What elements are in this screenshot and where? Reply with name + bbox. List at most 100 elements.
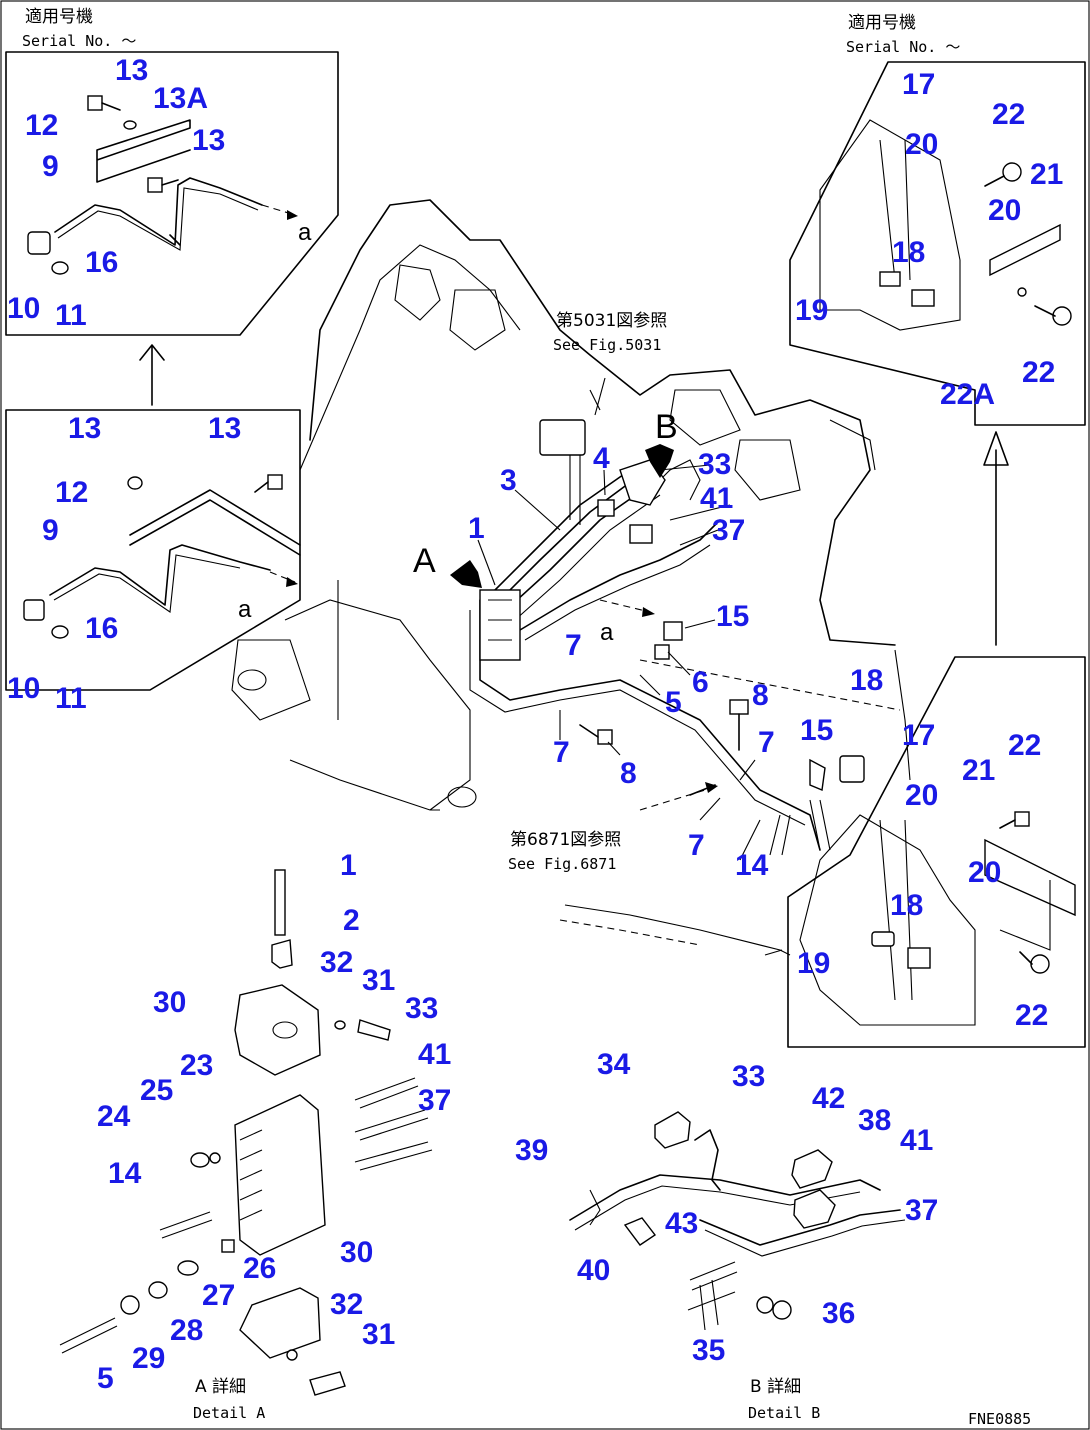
callout-13a: 13A <box>153 82 208 115</box>
callout-15: 15 <box>716 600 749 633</box>
callout-43: 43 <box>665 1207 698 1240</box>
callout-22: 22 <box>1022 356 1055 389</box>
callout-9: 9 <box>42 514 59 547</box>
callout-20: 20 <box>905 128 938 161</box>
callout-33: 33 <box>698 448 731 481</box>
callout-30: 30 <box>340 1236 373 1269</box>
callout-26: 26 <box>243 1252 276 1285</box>
callout-10: 10 <box>7 292 40 325</box>
callout-32: 32 <box>320 946 353 979</box>
callout-12: 12 <box>55 476 88 509</box>
callout-1: 1 <box>340 849 357 882</box>
callout-6: 6 <box>692 666 709 699</box>
callout-29: 29 <box>132 1342 165 1375</box>
callout-13: 13 <box>115 54 148 87</box>
mark-a-1: a <box>238 596 252 623</box>
serial-header-left-en: Serial No. ～ <box>22 32 136 50</box>
detail-b-title-en: Detail B <box>748 1404 820 1422</box>
callout-36: 36 <box>822 1297 855 1330</box>
callout-7: 7 <box>553 736 570 769</box>
callout-37: 37 <box>418 1084 451 1117</box>
fig-ref-1-jp: 第5031図参照 <box>556 311 667 331</box>
callout-33: 33 <box>732 1060 765 1093</box>
fig-ref-1-en: See Fig.5031 <box>553 336 661 354</box>
inset-mid-left <box>5 409 339 720</box>
detail-a-title-en: Detail A <box>193 1404 265 1422</box>
callout-17: 17 <box>902 68 935 101</box>
callout-23: 23 <box>180 1049 213 1082</box>
callout-42: 42 <box>812 1082 845 1115</box>
callout-28: 28 <box>170 1314 203 1347</box>
callout-11: 11 <box>55 299 87 332</box>
fig-ref-2-jp: 第6871図参照 <box>510 830 621 850</box>
callout-37: 37 <box>905 1194 938 1227</box>
callout-5: 5 <box>665 686 682 719</box>
callout-16: 16 <box>85 612 118 645</box>
serial-header-right-jp: 適用号機 <box>848 13 916 33</box>
view-b-letter: B <box>655 408 678 446</box>
callout-11: 11 <box>55 682 87 715</box>
callout-41: 41 <box>418 1038 451 1071</box>
callout-4: 4 <box>593 442 610 475</box>
view-b-arrow <box>645 444 674 478</box>
callout-7: 7 <box>688 829 705 862</box>
callout-20: 20 <box>905 779 938 812</box>
callout-31: 31 <box>362 964 395 997</box>
callout-25: 25 <box>140 1074 173 1107</box>
callout-38: 38 <box>858 1104 891 1137</box>
detail-a: A 詳細 Detail A <box>59 869 433 1422</box>
callout-17: 17 <box>902 719 935 752</box>
callout-8: 8 <box>620 757 637 790</box>
callout-41: 41 <box>700 482 733 515</box>
mark-a-3: a <box>600 619 614 646</box>
callout-2: 2 <box>343 904 360 937</box>
callout-33: 33 <box>405 992 438 1025</box>
callout-30: 30 <box>153 986 186 1019</box>
callout-24: 24 <box>97 1100 131 1133</box>
arrow-up-left <box>139 344 165 406</box>
serial-header-left-jp: 適用号機 <box>25 7 93 27</box>
callout-14: 14 <box>108 1157 142 1190</box>
drawing-code: FNE0885 <box>968 1410 1031 1428</box>
callout-5: 5 <box>97 1362 114 1395</box>
callout-19: 19 <box>797 947 830 980</box>
main-small-parts <box>539 389 865 791</box>
callout-14: 14 <box>735 849 769 882</box>
callout-18: 18 <box>892 236 925 269</box>
callout-34: 34 <box>597 1048 631 1081</box>
callout-19: 19 <box>795 294 828 327</box>
callout-22a: 22A <box>940 378 995 411</box>
arrow-up-right <box>983 431 1009 646</box>
callout-12: 12 <box>25 109 58 142</box>
callout-18: 18 <box>850 664 883 697</box>
callout-16: 16 <box>85 246 118 279</box>
inset-mid-right <box>764 656 1086 1048</box>
inset-top-right <box>789 61 1086 426</box>
view-a-letter: A <box>413 542 436 580</box>
inset-top-left <box>5 51 339 336</box>
callout-40: 40 <box>577 1254 610 1287</box>
callout-15: 15 <box>800 714 833 747</box>
callout-13: 13 <box>68 412 101 445</box>
callout-27: 27 <box>202 1279 235 1312</box>
callout-41: 41 <box>900 1124 933 1157</box>
pipe-bundle <box>469 459 831 856</box>
fig-ref-2-en: See Fig.6871 <box>508 855 616 873</box>
callout-20: 20 <box>988 194 1021 227</box>
callout-8: 8 <box>752 679 769 712</box>
callout-22: 22 <box>992 98 1025 131</box>
detail-a-title-jp: A 詳細 <box>195 1377 246 1397</box>
valve-block-main <box>479 589 521 661</box>
callout-21: 21 <box>1030 158 1063 191</box>
serial-header-right-en: Serial No. ～ <box>846 38 960 56</box>
callout-35: 35 <box>692 1334 725 1367</box>
callout-21: 21 <box>962 754 995 787</box>
callout-labels: 13 13A 12 13 9 16 10 11 13 13 12 9 16 10… <box>7 54 1063 1395</box>
detail-b-title-jp: B 詳細 <box>750 1377 801 1397</box>
main-frame <box>231 199 911 956</box>
leader-lines <box>477 377 761 861</box>
callout-39: 39 <box>515 1134 548 1167</box>
callout-32: 32 <box>330 1288 363 1321</box>
